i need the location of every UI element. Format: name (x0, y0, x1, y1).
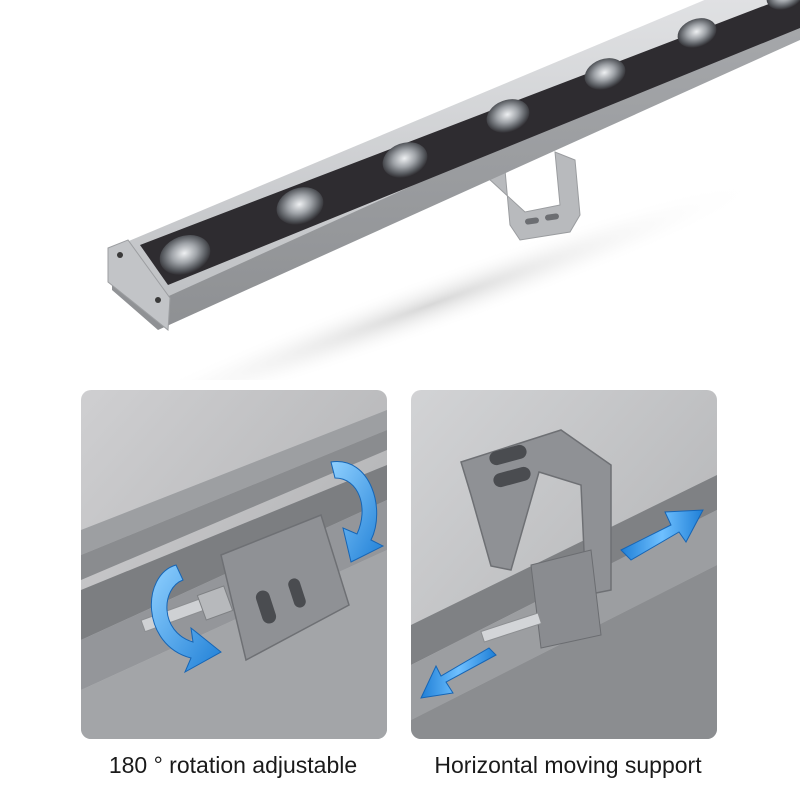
horizontal-arrow-icon (420, 647, 497, 699)
horizontal-moving-caption: Horizontal moving support (434, 752, 702, 778)
rotation-arrow-icon (330, 461, 385, 563)
led-wall-washer-bar-image (91, 0, 800, 380)
rotation-caption: 180 ° rotation adjustable (108, 752, 358, 778)
mounting-bracket (487, 151, 581, 241)
horizontal-moving-detail-panel (411, 390, 717, 739)
rotation-arrow-icon (150, 564, 222, 674)
led-lens-row (159, 0, 800, 275)
horizontal-arrow-icon (620, 509, 704, 561)
rotation-detail-panel (81, 390, 387, 739)
